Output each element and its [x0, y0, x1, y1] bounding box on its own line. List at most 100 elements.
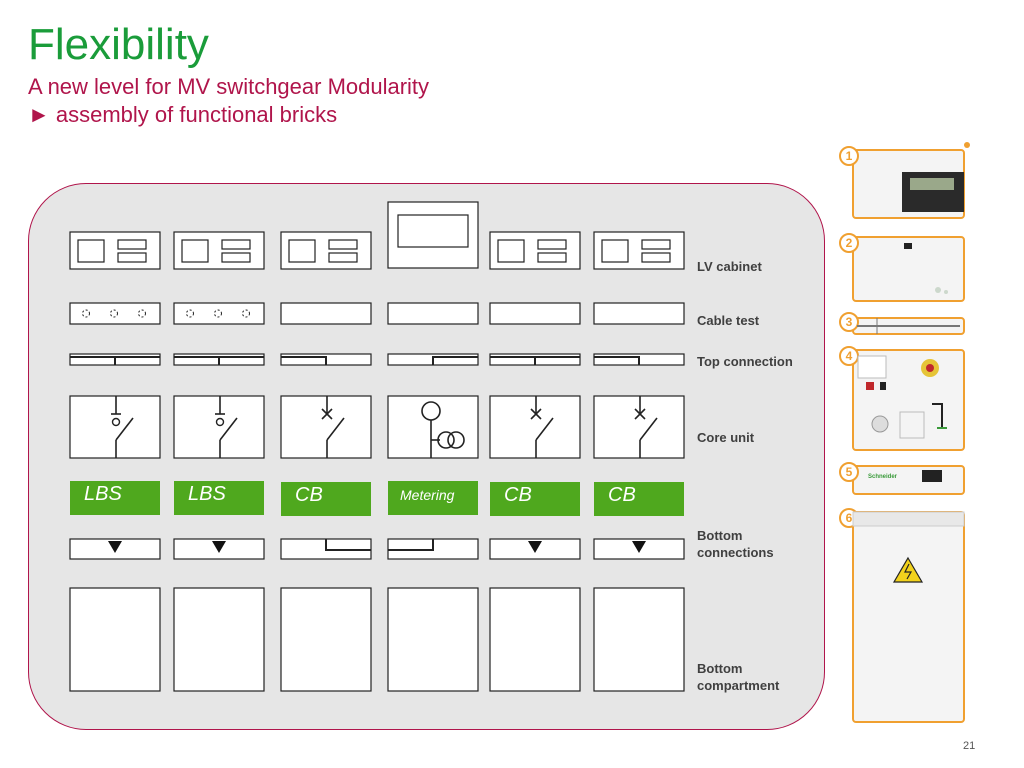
photo-number-text: 2	[846, 236, 853, 250]
functional-unit-2	[173, 231, 265, 692]
photo-number-text: 5	[846, 465, 853, 479]
bottom-compartment-box	[280, 587, 372, 692]
lv-cabinet-box	[489, 231, 581, 270]
door-lock-icon	[904, 243, 912, 249]
lightning-bolt-icon	[904, 563, 913, 580]
diagram-plate-icon	[899, 411, 925, 439]
black-indicator-icon	[880, 382, 886, 390]
busbar-elbow-line	[432, 356, 478, 365]
fuse-contact-icon	[111, 417, 121, 427]
unit-type-label: CB	[608, 484, 636, 506]
red-indicator-icon	[866, 382, 874, 390]
cable-test-point-icon	[138, 309, 146, 318]
unit-type-label: CB	[295, 484, 323, 506]
circuit-breaker-blade	[326, 417, 345, 441]
functional-unit-3	[280, 231, 372, 692]
photo-number-badge	[839, 312, 859, 332]
photo-frame	[852, 511, 965, 723]
lv-cabinet-slot	[117, 252, 147, 263]
unit-type-label-bg	[281, 482, 371, 516]
voltage-transformer-icon	[447, 431, 465, 449]
row-label-line: connections	[697, 545, 774, 560]
unit-type-label: Metering	[400, 487, 455, 503]
load-break-switch-blade	[219, 417, 238, 441]
core-unit-box	[280, 395, 372, 459]
cable-arrow-icon	[212, 541, 226, 553]
row-label-line: Bottom	[697, 528, 743, 543]
unit-type-label-bg	[490, 482, 580, 516]
row-label-line: Bottom	[697, 661, 743, 676]
busbar-elbow-line	[594, 356, 640, 365]
row-label-bottom-conn: Bottom connections	[697, 527, 774, 561]
bottom-compartment-box	[173, 587, 265, 692]
mechanism-panel-icon	[857, 355, 887, 379]
slide-title: Flexibility	[28, 20, 209, 69]
cable-test-box	[173, 302, 265, 325]
cable-test-point-icon	[82, 309, 90, 318]
unit-type-label: CB	[504, 484, 532, 506]
lv-cabinet-slot	[641, 239, 671, 250]
lv-cabinet-display	[397, 214, 469, 248]
functional-unit-6	[593, 231, 685, 692]
cable-test-box	[69, 302, 161, 325]
cable-test-point-icon	[110, 309, 118, 318]
busbar-elbow-line	[281, 356, 327, 365]
core-unit-box	[69, 395, 161, 459]
photo-item-3: 3	[839, 312, 965, 335]
row-label-core: Core unit	[697, 429, 754, 446]
operating-handle-icon	[871, 415, 889, 433]
photo-item-4: 4	[839, 346, 965, 451]
lv-cabinet-display	[497, 239, 525, 263]
roof-cover-icon	[852, 511, 965, 527]
bottom-compartment-box	[69, 587, 161, 692]
functional-unit-5	[489, 231, 581, 692]
lv-cabinet-display	[288, 239, 316, 263]
unit-type-label-bg	[70, 481, 160, 515]
bottom-compartment-box	[593, 587, 685, 692]
cable-test-box	[593, 302, 685, 325]
cable-test-point-icon	[186, 309, 194, 318]
red-button-icon	[926, 364, 934, 372]
slide-subtitle-line-1: A new level for MV switchgear Modularity	[28, 74, 430, 99]
lv-cabinet-display	[77, 239, 105, 263]
cable-test-point-icon	[242, 309, 250, 318]
decal-icon	[944, 290, 948, 294]
row-label-line: Core unit	[697, 430, 755, 445]
row-label-lv: LV cabinet	[697, 258, 762, 275]
decal-icon	[935, 287, 941, 293]
connector-icon	[922, 470, 942, 482]
circuit-breaker-blade	[535, 417, 554, 441]
photo-number-text: 1	[846, 149, 853, 163]
lv-cabinet-box	[173, 231, 265, 270]
photo-number-badge	[839, 146, 859, 166]
unit-type-label: LBS	[188, 483, 226, 505]
breaker-cross-icon	[634, 408, 646, 420]
cable-arrow-icon	[528, 541, 542, 553]
photo-item-1: 1	[839, 146, 965, 219]
breaker-cross-icon	[530, 408, 542, 420]
row-label-line: Cable test	[697, 313, 760, 328]
lv-cabinet-slot	[328, 239, 358, 250]
lv-cabinet-slot	[328, 252, 358, 263]
cable-test-box	[489, 302, 581, 325]
load-break-switch-blade	[115, 417, 134, 441]
core-unit-box	[173, 395, 265, 459]
photo-frame	[852, 465, 965, 495]
lv-cabinet-display	[181, 239, 209, 263]
functional-unit-4	[387, 201, 479, 692]
bottom-compartment-box	[489, 587, 581, 692]
cable-test-box	[280, 302, 372, 325]
photo-item-2: 2	[839, 233, 965, 302]
cable-icon	[932, 403, 943, 428]
lv-cabinet-display	[601, 239, 629, 263]
row-label-line: LV cabinet	[697, 259, 762, 274]
bottom-compartment-box	[387, 587, 479, 692]
photo-number-text: 3	[846, 315, 853, 329]
unit-type-label-bg	[174, 481, 264, 515]
photo-item-6: 6	[839, 508, 965, 723]
unit-type-label-bg	[388, 481, 478, 515]
unit-type-label: LBS	[84, 483, 122, 505]
functional-unit-1	[69, 231, 161, 692]
